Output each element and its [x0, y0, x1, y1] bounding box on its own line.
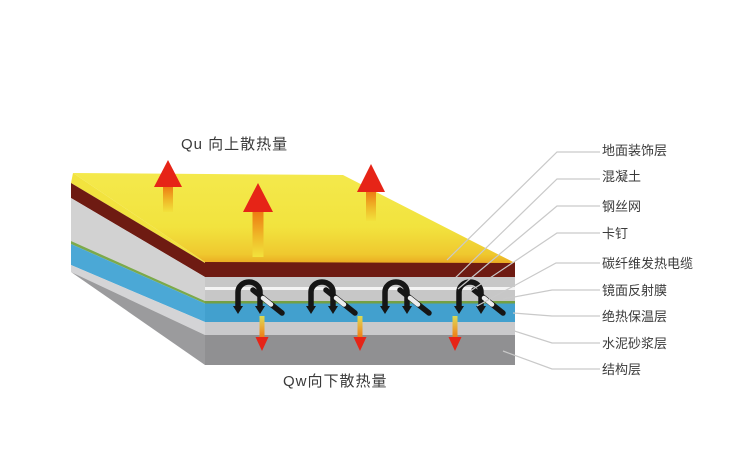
- layer-label-cement-mortar: 水泥砂浆层: [602, 336, 668, 351]
- side-face-decoration-surface: [71, 173, 205, 263]
- layer-label-steel-wire-mesh: 钢丝网: [602, 199, 642, 214]
- up-heat-arrow: [243, 183, 273, 257]
- leader-line-reflective-film: [502, 289, 600, 300]
- front-face-reflective-film: [205, 301, 515, 304]
- layer-label-structural: 结构层: [602, 362, 642, 377]
- front-face-wire-mesh-line: [205, 287, 515, 290]
- front-face-insulation-layer: [205, 303, 515, 322]
- leader-line-structural: [502, 350, 600, 370]
- up-heat-arrow: [154, 160, 182, 212]
- side-face-decoration-layer: [71, 183, 205, 277]
- leader-line-steel-wire-mesh: [457, 205, 600, 290]
- leader-line-concrete: [449, 178, 600, 284]
- leader-line-cement-mortar: [507, 328, 600, 344]
- side-face-mortar-layer: [71, 265, 205, 335]
- down-heat-arrow: [255, 316, 269, 351]
- layer-label-heating-cable: 碳纤维发热电缆: [602, 256, 694, 271]
- leader-line-floor-decoration: [446, 151, 600, 261]
- top-face-decoration-surface: [73, 173, 515, 263]
- side-face-insulation-layer: [71, 244, 205, 322]
- leader-line-clip-nail: [465, 232, 600, 295]
- downward-heat-label: Qw向下散热量: [283, 373, 388, 390]
- down-heat-arrow: [353, 316, 367, 351]
- layer-label-concrete: 混凝土: [602, 169, 642, 184]
- side-face-concrete-layer: [71, 198, 205, 301]
- front-face-decoration-layer: [205, 262, 515, 277]
- side-face-structure-layer: [71, 272, 205, 365]
- layer-label-clip-nail: 卡钉: [602, 226, 629, 241]
- leader-line-heating-cable: [476, 262, 600, 307]
- layer-label-insulation: 绝热保温层: [602, 309, 668, 324]
- layer-label-reflective-film: 镜面反射膜: [602, 283, 668, 298]
- leader-line-insulation: [512, 312, 600, 317]
- leader-lines: [446, 151, 600, 370]
- side-face-reflective-film: [71, 241, 205, 304]
- up-heat-arrow: [357, 164, 385, 221]
- layer-label-floor-decoration: 地面装饰层: [602, 143, 668, 158]
- upward-heat-label: Qu 向上散热量: [181, 136, 289, 153]
- down-heat-arrow: [448, 316, 462, 351]
